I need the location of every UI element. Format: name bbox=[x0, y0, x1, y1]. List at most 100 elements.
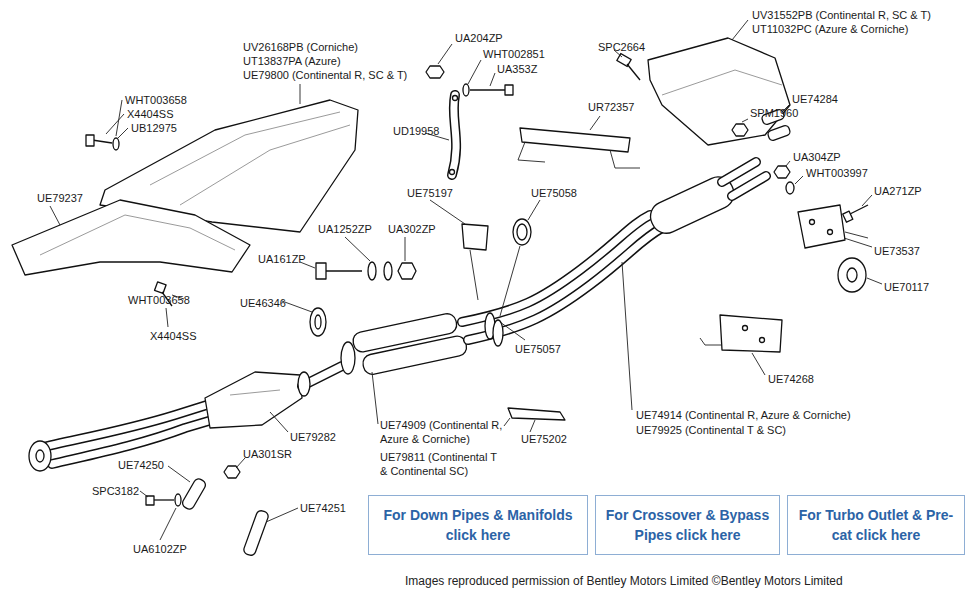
part-number: UA271ZP bbox=[874, 184, 922, 198]
part-number: UE75197 bbox=[407, 186, 453, 200]
part-number: WHT003658 bbox=[125, 93, 187, 107]
part-number: WHT003997 bbox=[806, 166, 868, 180]
drawing-part bbox=[810, 220, 815, 225]
part-number: UE75058 bbox=[531, 186, 577, 200]
drawing-part bbox=[722, 162, 756, 182]
drawing-part bbox=[140, 491, 148, 497]
part-number: UT13837PA (Azure) bbox=[243, 54, 341, 68]
drawing-part bbox=[752, 353, 765, 375]
part-number: X4404SS bbox=[150, 329, 196, 343]
drawing-part bbox=[450, 170, 455, 175]
drawing-part bbox=[760, 338, 765, 343]
drawing-part bbox=[518, 142, 545, 162]
drawing-part bbox=[154, 499, 174, 500]
part-number: UE73537 bbox=[874, 244, 920, 258]
part-number: WHT002851 bbox=[483, 47, 545, 61]
drawing-part bbox=[828, 230, 833, 235]
drawing-part bbox=[468, 60, 481, 84]
drawing-part bbox=[453, 96, 458, 101]
drawing-part bbox=[743, 326, 748, 331]
part-number: UE75202 bbox=[521, 432, 567, 446]
drawing-part bbox=[438, 44, 452, 64]
drawing-part bbox=[341, 342, 355, 374]
drawing-part bbox=[242, 509, 269, 556]
part-number: UE74909 (Continental R, Azure & Corniche… bbox=[380, 418, 504, 446]
drawing-part bbox=[146, 496, 154, 505]
drawing-part bbox=[426, 66, 444, 78]
drawing-part bbox=[300, 84, 301, 104]
drawing-part bbox=[345, 237, 370, 261]
drawing-part bbox=[610, 150, 640, 168]
drawing-part bbox=[508, 408, 565, 420]
drawing-part bbox=[463, 84, 469, 96]
part-number: UA353Z bbox=[497, 62, 537, 76]
part-number: UE79925 (Continental T & SC) bbox=[636, 423, 786, 437]
drawing-part bbox=[116, 100, 122, 136]
drawing-part bbox=[40, 215, 235, 255]
drawing-part bbox=[732, 176, 766, 196]
drawing-part bbox=[266, 508, 298, 522]
drawing-part bbox=[504, 418, 510, 426]
drawing-part bbox=[12, 200, 250, 275]
part-number: UE74284 bbox=[792, 92, 838, 106]
part-number: UV26168PB (Corniche) bbox=[243, 40, 358, 54]
link-text: For Down Pipes & Manifolds click here bbox=[375, 505, 581, 545]
drawing-part bbox=[786, 161, 790, 166]
drawing-part bbox=[622, 262, 632, 410]
drawing-part bbox=[282, 301, 312, 312]
part-number: UE70117 bbox=[884, 280, 929, 294]
part-number: SPM1960 bbox=[750, 106, 798, 120]
part-number: UA304ZP bbox=[793, 150, 841, 164]
drawing-part bbox=[847, 268, 857, 282]
drawing-part bbox=[774, 166, 790, 178]
drawing-part bbox=[500, 322, 525, 340]
part-number: UB12975 bbox=[131, 121, 177, 135]
drawing-part bbox=[862, 195, 872, 206]
drawing-part bbox=[732, 20, 748, 40]
drawing-part bbox=[384, 262, 392, 280]
drawing-part bbox=[230, 390, 280, 395]
drawing-part bbox=[470, 250, 478, 300]
part-number: UA204ZP bbox=[455, 31, 503, 45]
link-button: For Turbo Outlet & Pre-cat click here bbox=[787, 495, 965, 555]
drawing-part bbox=[530, 420, 535, 432]
part-number: UE46346 bbox=[240, 296, 286, 310]
part-number: X4404SS bbox=[127, 107, 173, 121]
drawing-part bbox=[326, 270, 362, 271]
part-number: UE74914 (Continental R, Azure & Corniche… bbox=[636, 408, 851, 422]
drawing-part bbox=[166, 308, 168, 327]
drawing-part bbox=[52, 420, 212, 464]
link-button: For Down Pipes & Manifolds click here bbox=[368, 495, 588, 555]
part-number: UA302ZP bbox=[388, 222, 436, 236]
drawing-part bbox=[398, 263, 416, 279]
part-number: SPC3182 bbox=[92, 484, 139, 498]
drawing-part bbox=[372, 372, 378, 424]
drawing-part bbox=[590, 116, 600, 130]
drawing-part bbox=[118, 128, 128, 138]
part-number: UE74250 bbox=[118, 458, 164, 472]
drawing-part bbox=[517, 224, 527, 240]
part-number: SPC2664 bbox=[598, 40, 645, 54]
drawing-part bbox=[838, 258, 866, 292]
link-text: For Turbo Outlet & Pre-cat click here bbox=[794, 505, 958, 545]
drawing-part bbox=[168, 466, 190, 482]
part-number: UA301SR bbox=[243, 447, 292, 461]
drawing-part bbox=[844, 238, 872, 247]
drawing-part bbox=[798, 205, 845, 248]
drawing-part bbox=[452, 95, 456, 175]
drawing-part bbox=[430, 200, 465, 224]
drawing-part bbox=[270, 412, 288, 432]
drawing-part bbox=[175, 494, 181, 506]
drawing-part bbox=[92, 140, 112, 143]
drawing-part bbox=[732, 124, 748, 136]
part-number: UE74268 bbox=[768, 372, 814, 386]
part-number: UA1252ZP bbox=[318, 222, 372, 236]
drawing-part bbox=[720, 315, 782, 352]
part-number: UE79282 bbox=[290, 430, 336, 444]
part-number: UE79811 (Continental T & Continental SC) bbox=[380, 450, 504, 478]
drawing-part bbox=[106, 114, 124, 134]
drawing-part bbox=[52, 420, 212, 464]
drawing-part bbox=[452, 95, 456, 175]
drawing-part bbox=[361, 335, 468, 376]
drawing-part bbox=[648, 38, 790, 145]
